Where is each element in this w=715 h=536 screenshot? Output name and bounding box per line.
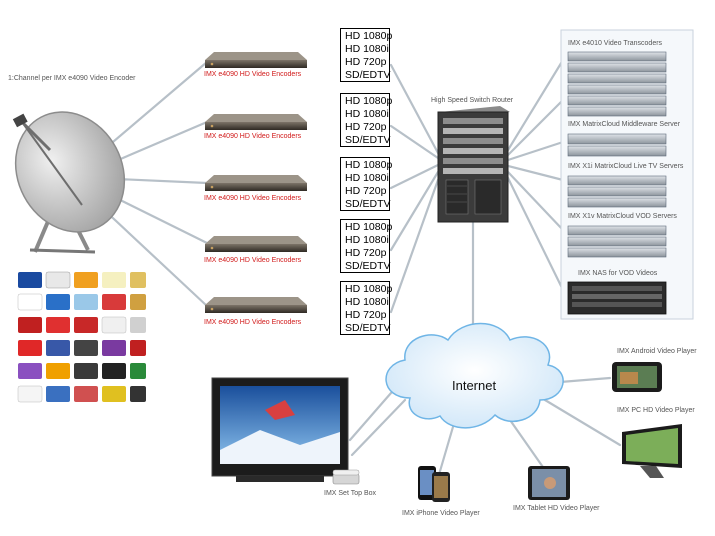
server-group-label: IMX X1i MatrixCloud Live TV Servers — [568, 163, 684, 170]
format-item: HD 1080p — [345, 283, 393, 295]
nas-storage-icon — [567, 281, 667, 315]
link-internet-iphone — [436, 418, 457, 480]
format-item: HD 1080p — [345, 30, 393, 42]
rack-server-icon — [567, 225, 667, 258]
encoder-label: IMX e4090 HD Video Encoders — [204, 195, 302, 202]
format-item: HD 1080p — [345, 95, 393, 107]
link-box-router-3 — [389, 163, 440, 190]
server-group-label: IMX MatrixCloud Middleware Server — [568, 121, 681, 128]
format-item: HD 1080i — [345, 108, 389, 120]
server-group-label: IMX X1v MatrixCloud VOD Servers — [568, 213, 677, 220]
router-label: High Speed Switch Router — [431, 97, 514, 104]
link-router-server-6 — [506, 176, 565, 292]
format-item: HD 720p — [345, 56, 387, 68]
encoder-device-icon — [205, 52, 307, 68]
format-item: HD 1080i — [345, 296, 389, 308]
format-item: HD 720p — [345, 247, 387, 259]
link-router-server-2 — [506, 98, 565, 157]
format-item: HD 720p — [345, 309, 387, 321]
android-phone-icon — [612, 362, 662, 392]
television-icon — [211, 377, 349, 482]
link-router-server-5 — [506, 170, 565, 232]
link-box-router-2 — [389, 124, 440, 160]
channel-logo-icon — [17, 271, 146, 403]
iphone-icon — [418, 466, 450, 502]
format-item: SD/EDTV — [345, 260, 391, 272]
link-internet-stb — [350, 398, 407, 457]
encoder-device-icon — [205, 297, 307, 313]
cloud-icon — [385, 322, 564, 429]
link-internet-tablet — [508, 418, 547, 472]
format-box: HD 1080p HD 1080i HD 720p SD/EDTV — [340, 219, 393, 273]
satellite-dish-icon — [12, 111, 126, 254]
tablet-icon — [528, 466, 570, 500]
encoder-label: IMX e4090 HD Video Encoders — [204, 133, 302, 140]
device-label-iphone: IMX iPhone Video Player — [402, 510, 480, 517]
rack-server-icon — [567, 175, 667, 208]
format-item: HD 720p — [345, 185, 387, 197]
link-internet-pc — [543, 398, 622, 447]
link-router-server-1 — [506, 58, 565, 152]
link-internet-tv — [348, 383, 400, 442]
rack-server-icon — [567, 51, 667, 117]
link-box-router-4 — [389, 170, 440, 252]
format-item: HD 1080i — [345, 234, 389, 246]
server-group-label: IMX e4010 Video Transcoders — [568, 40, 663, 47]
format-item: SD/EDTV — [345, 134, 391, 146]
connection-lines — [78, 58, 622, 480]
device-label-tablet: IMX Tablet HD Video Player — [513, 505, 600, 512]
format-item: SD/EDTV — [345, 69, 391, 81]
encoder-label: IMX e4090 HD Video Encoders — [204, 71, 302, 78]
format-box: HD 1080p HD 1080i HD 720p SD/EDTV — [340, 93, 393, 147]
encoder-device-icon — [205, 175, 307, 191]
format-box: HD 1080p HD 1080i HD 720p SD/EDTV — [340, 157, 393, 211]
device-label-android: IMX Android Video Player — [617, 348, 697, 355]
set-top-box-icon — [332, 469, 360, 485]
source-caption: 1:Channel per IMX e4090 Video Encoder — [8, 75, 136, 82]
encoder-device-icon — [205, 236, 307, 252]
internet-label: Internet — [452, 378, 497, 393]
format-item: SD/EDTV — [345, 198, 391, 210]
encoder-label: IMX e4090 HD Video Encoders — [204, 319, 302, 326]
format-item: HD 1080p — [345, 221, 393, 233]
pc-monitor-icon — [622, 424, 682, 478]
format-item: HD 1080p — [345, 159, 393, 171]
link-router-server-4 — [506, 164, 565, 182]
switch-router-icon — [437, 106, 510, 223]
link-box-router-5 — [389, 178, 440, 314]
link-router-server-3 — [506, 140, 565, 162]
format-item: HD 720p — [345, 121, 387, 133]
rack-server-icon — [567, 133, 667, 157]
encoder-device-icon — [205, 114, 307, 130]
format-item: HD 1080i — [345, 43, 389, 55]
link-box-router-1 — [389, 63, 440, 155]
format-item: HD 1080i — [345, 172, 389, 184]
format-box: HD 1080p HD 1080i HD 720p SD/EDTV — [340, 28, 393, 82]
device-label-stb: IMX Set Top Box — [324, 490, 377, 497]
device-label-pc: IMX PC HD Video Player — [617, 407, 695, 414]
encoder-label: IMX e4090 HD Video Encoders — [204, 257, 302, 264]
format-item: SD/EDTV — [345, 322, 391, 334]
server-group-label: IMX NAS for VOD Videos — [578, 270, 658, 277]
format-box: HD 1080p HD 1080i HD 720p SD/EDTV — [340, 281, 393, 335]
